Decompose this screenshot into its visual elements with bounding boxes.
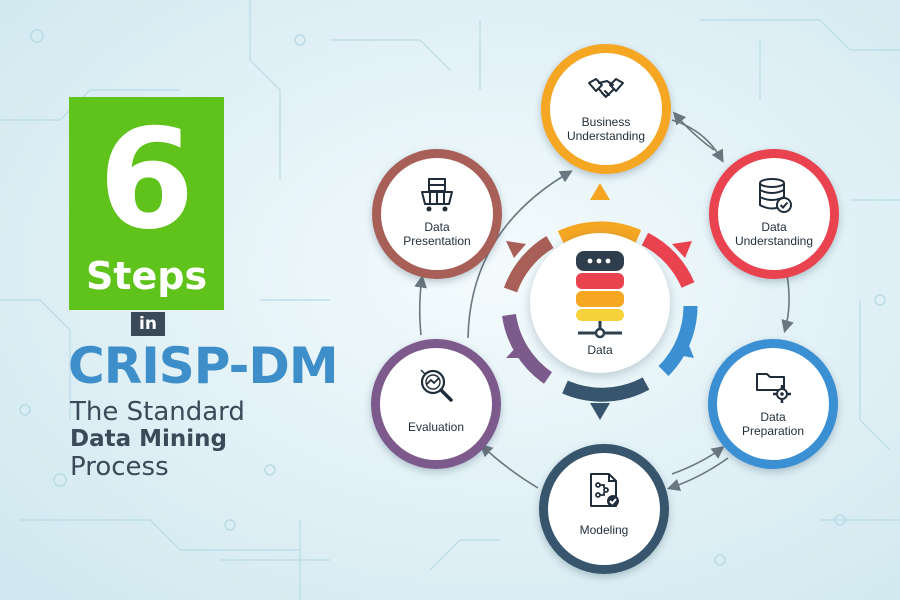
handshake-icon [588,78,624,98]
ring-arrow-right-top [672,241,692,258]
steps-word: Steps [85,254,208,298]
node-label: Data Understanding [734,220,814,248]
arrow-modeling-to-evaluation [479,443,539,489]
ring-arrow-bottom [590,403,610,420]
magnifier-chart-icon [420,369,453,402]
ring-arrow-left-bottom [506,343,524,358]
ring-arc-modeling [562,377,650,402]
node-label: Data Presentation [403,220,471,248]
node-label: Evaluation [407,420,465,434]
node-business-understanding[interactable]: Business Understanding [541,44,671,174]
cart-icon [421,178,453,212]
ring-arc-understanding [641,232,695,288]
document-check-icon [590,473,619,507]
ring-arrow-top [590,183,610,200]
database-icon [576,251,624,339]
arrow-preparation-to-modeling [666,457,729,492]
ring-arc-presentation [503,235,554,293]
data-center-node: Data [530,233,670,373]
ring-arc-business [557,221,642,244]
in-label: in [131,312,165,336]
arrow-understanding-to-business [672,111,715,151]
subtitle-line-1: The Standard [70,397,245,427]
arrow-understanding-to-preparation [781,274,794,334]
ring-arrow-left-top [506,241,526,258]
arrow-modeling-to-preparation [671,446,725,475]
node-label: Data Preparation [741,410,805,438]
node-label: Modeling [579,523,629,537]
folder-gear-icon [756,373,791,403]
node-data-preparation[interactable]: Data Preparation [708,339,838,469]
database-check-icon [759,178,792,213]
steps-count: 6 [98,99,195,260]
arrow-evaluation-to-presentation [414,274,427,336]
subtitle-line-3: Process [70,452,169,482]
ring-arc-preparation [658,305,698,376]
node-data-understanding[interactable]: Data Understanding [709,149,839,279]
ring-arrow-right-bottom [678,343,694,358]
arrow-business-to-understanding [671,119,724,163]
six-steps-badge: 6 Steps [69,97,224,310]
node-evaluation[interactable]: Evaluation [371,339,501,469]
subtitle-line-2: Data Mining [70,426,228,452]
center-label: Data [587,343,613,357]
node-modeling[interactable]: Modeling [539,444,669,574]
crisp-dm-title: CRISP-DM [68,337,339,395]
node-label: Business Understanding [566,115,646,143]
node-data-presentation[interactable]: Data Presentation [372,149,502,279]
